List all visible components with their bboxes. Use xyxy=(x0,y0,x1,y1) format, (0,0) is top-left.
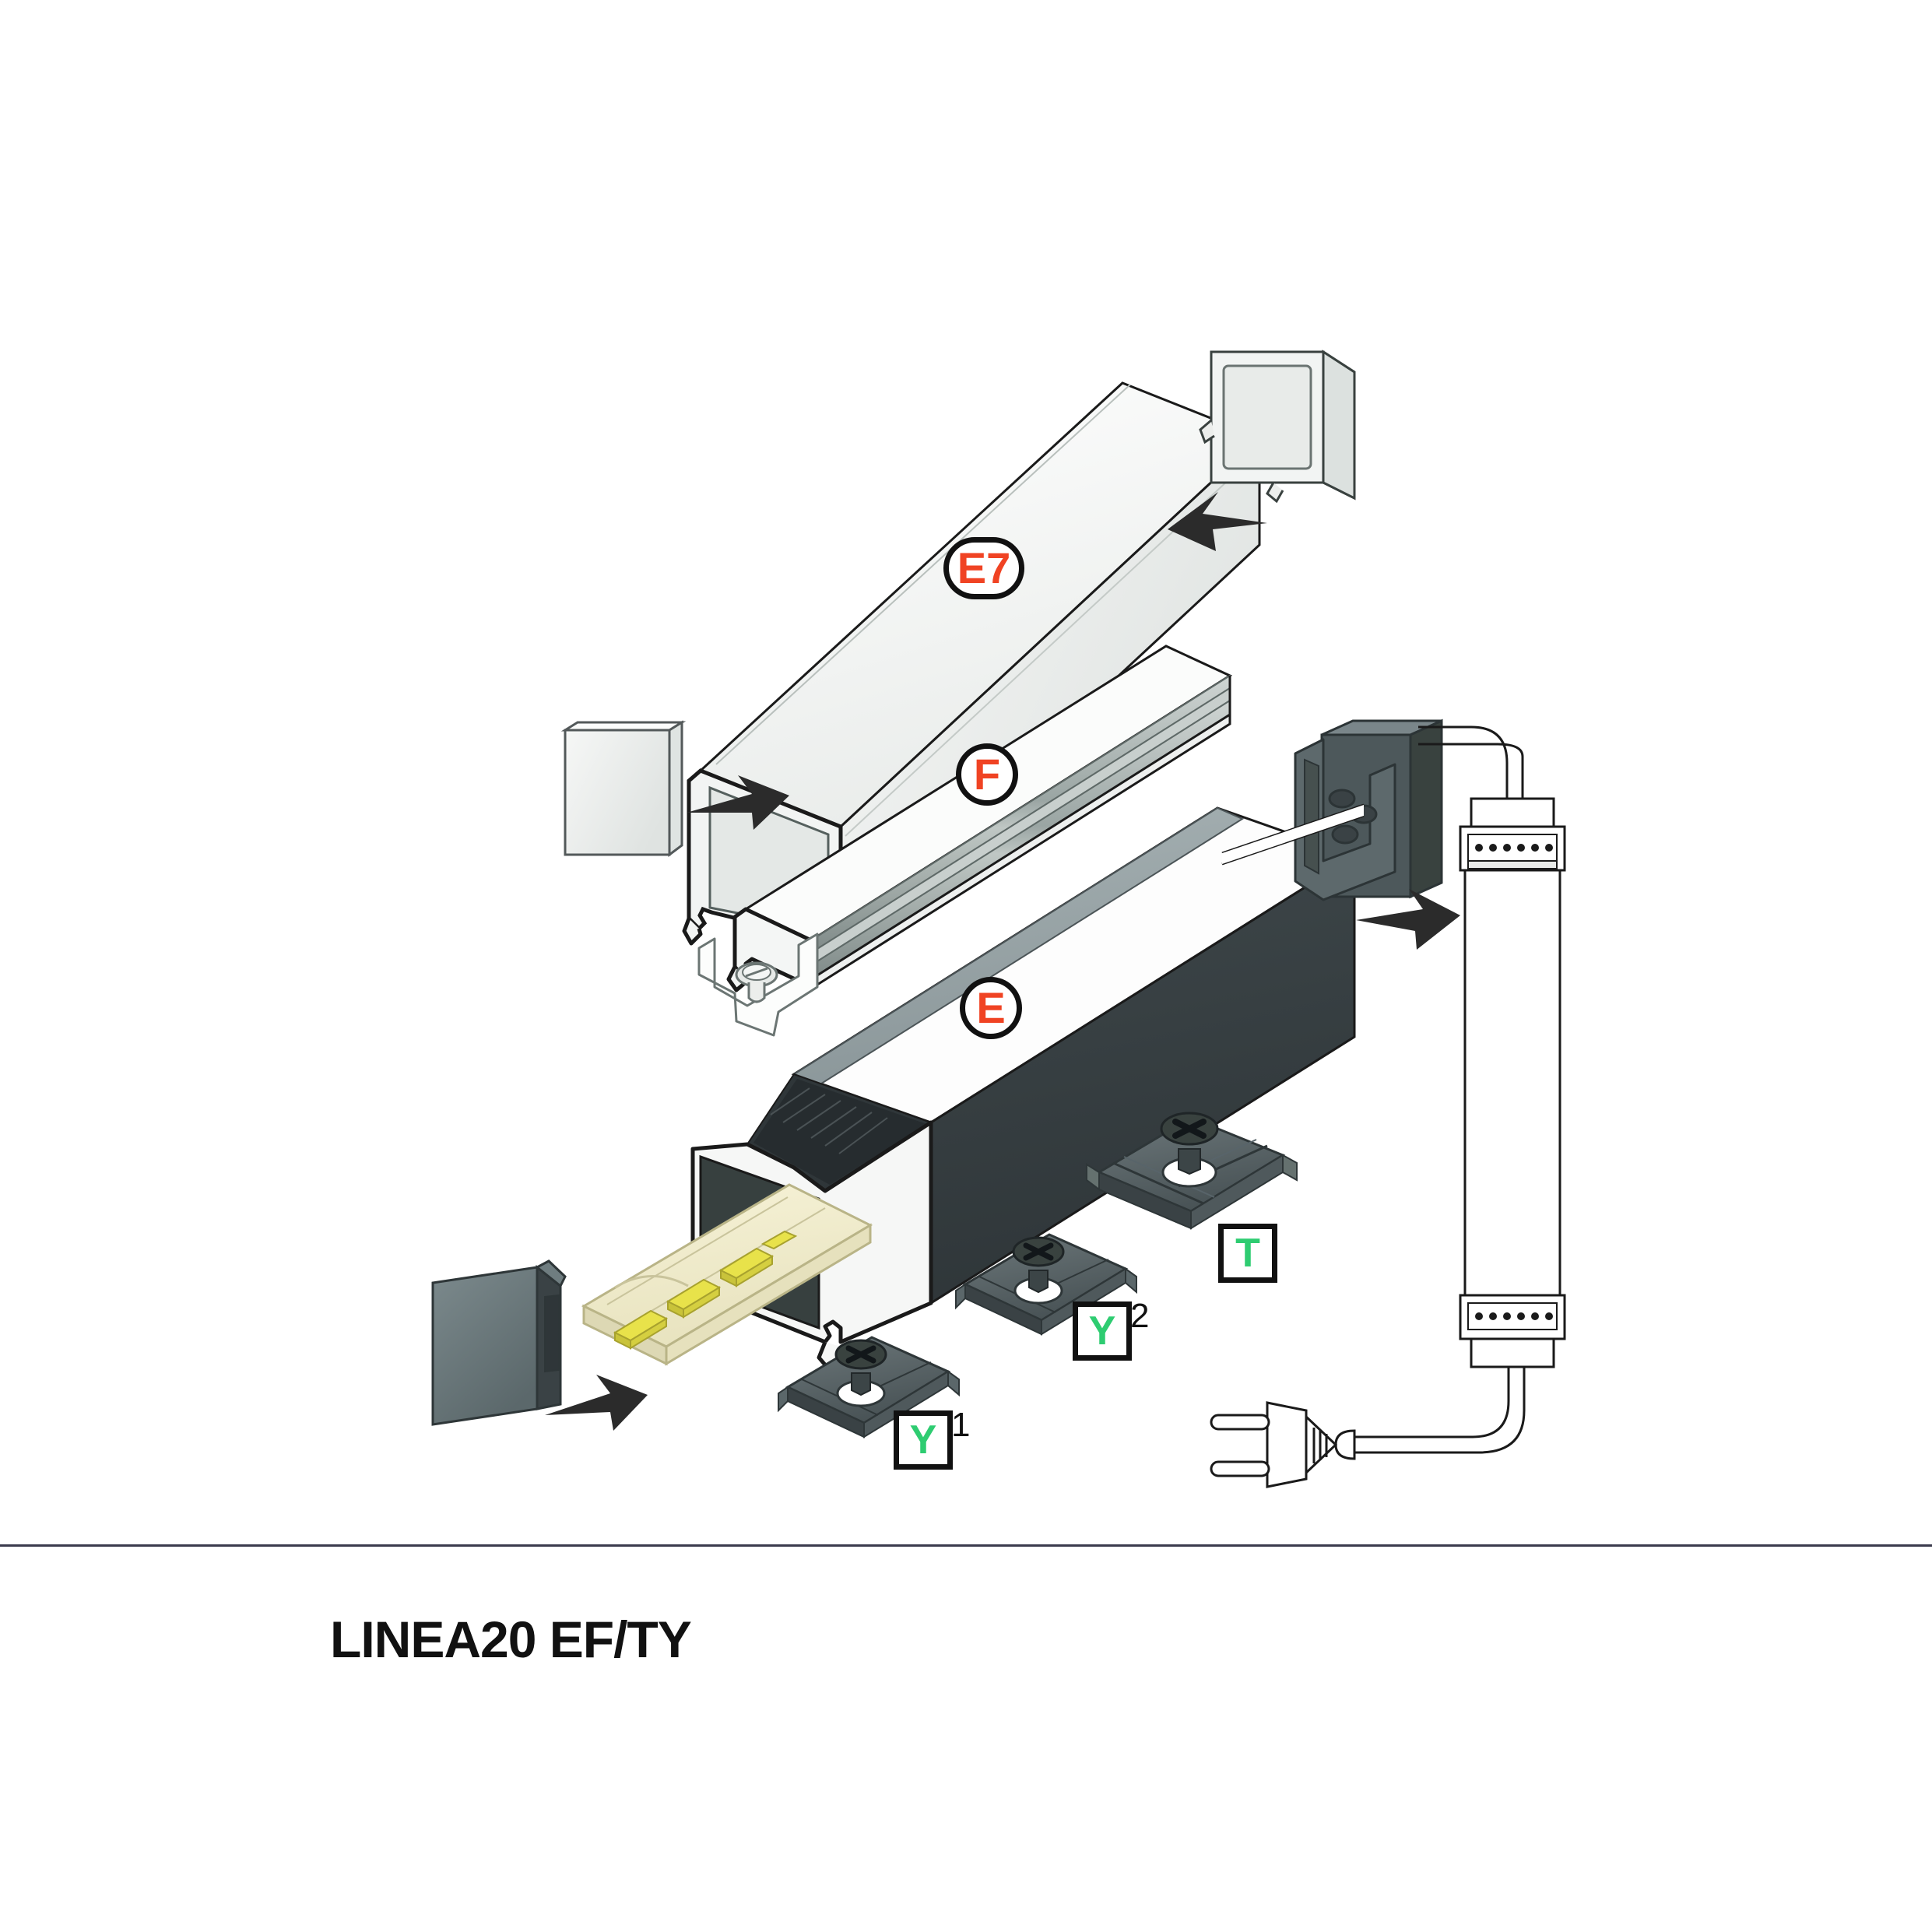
led-chip xyxy=(666,1278,722,1319)
led-chip xyxy=(761,1230,798,1250)
callout-t: T xyxy=(1218,1224,1277,1283)
led-driver-transformer xyxy=(1418,725,1566,1368)
callout-f: F xyxy=(956,743,1018,806)
callout-f-text: F xyxy=(973,750,1001,799)
callout-y2-superscript: 2 xyxy=(1130,1297,1150,1335)
callout-y1: Y xyxy=(894,1410,953,1470)
led-chip xyxy=(718,1247,775,1287)
callout-y2-text: Y xyxy=(1088,1308,1116,1354)
body-end-cap-left xyxy=(431,1259,567,1426)
power-plug-euro xyxy=(1210,1367,1526,1488)
assembly-arrow-endcap-left xyxy=(545,1375,648,1431)
footer-divider xyxy=(0,1544,1932,1547)
assembly-arrow-endcap-right xyxy=(1356,889,1460,950)
callout-y1-superscript: 1 xyxy=(951,1406,971,1444)
surface-mount-bracket-large xyxy=(1086,1112,1298,1230)
cover-end-cap-right xyxy=(1199,350,1356,504)
callout-y1-text: Y xyxy=(909,1417,937,1463)
callout-e: E xyxy=(960,977,1022,1039)
mounting-clip-1 xyxy=(778,1336,960,1438)
led-chip xyxy=(613,1309,669,1350)
assembly-arrow-cap-left xyxy=(687,775,789,830)
page-title: LINEA20 EF/TY xyxy=(330,1611,692,1668)
mounting-clip-white xyxy=(697,933,819,1037)
body-end-cap-right-with-cable-gland xyxy=(1221,718,1443,901)
callout-e-text: E xyxy=(976,983,1006,1032)
led-strip xyxy=(581,1183,873,1366)
callout-y2: Y xyxy=(1073,1301,1132,1361)
callout-t-text: T xyxy=(1235,1231,1260,1276)
callout-e7: E7 xyxy=(943,537,1024,599)
cover-end-cap-left xyxy=(560,720,687,857)
callout-e7-text: E7 xyxy=(957,543,1011,592)
assembly-arrow-cover xyxy=(1168,492,1267,551)
